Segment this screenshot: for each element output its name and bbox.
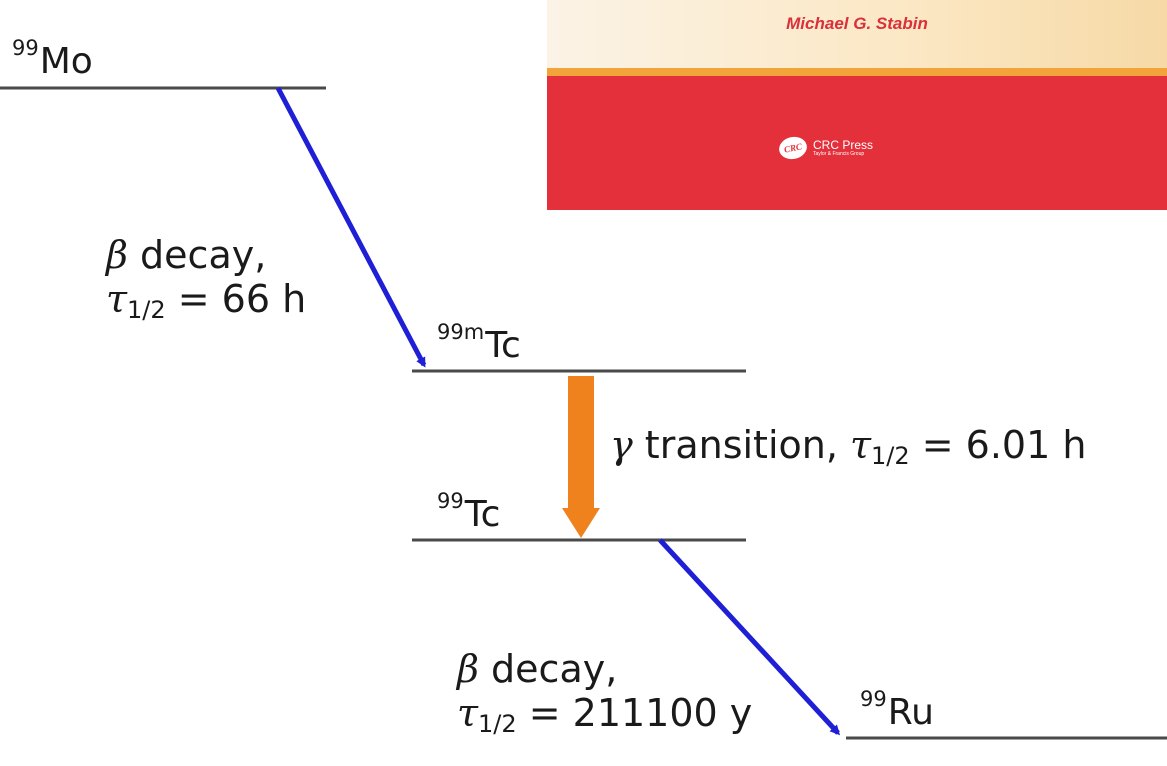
mass-number: 99 <box>437 489 464 513</box>
mass-number: 99 <box>12 36 39 60</box>
banner-stripe <box>547 68 1167 76</box>
nuclide-label-ru99: 99Ru <box>860 689 934 731</box>
transition-label-mo-to-tc99m: β decay, τ1/2 = 66 h <box>106 233 307 324</box>
element-symbol: Tc <box>485 324 521 366</box>
mass-number: 99 <box>860 687 887 711</box>
nuclide-label-tc99m: 99mTc <box>437 322 521 364</box>
gamma-arrow-tc99m-to-tc99 <box>562 376 600 538</box>
beta-arrow-tc99-to-ru <box>658 538 841 736</box>
publisher-group: Taylor & Francis Group <box>813 151 865 157</box>
nuclide-label-tc99: 99Tc <box>437 491 500 533</box>
transition-label-gamma: γ transition, τ1/2 = 6.01 h <box>610 423 1087 470</box>
banner-top-band: Michael G. Stabin <box>547 0 1167 68</box>
nuclide-label-mo99: 99Mo <box>12 38 93 80</box>
label-line-2: τ1/2 = 66 h <box>106 276 307 324</box>
banner-red-band <box>547 76 1167 210</box>
label-line-2: τ1/2 = 211100 y <box>457 690 753 738</box>
transition-arrows <box>275 86 841 736</box>
element-symbol: Mo <box>39 40 93 82</box>
energy-levels <box>0 86 1167 740</box>
author-name: Michael G. Stabin <box>786 14 928 33</box>
label-line-1: β decay, <box>457 647 618 691</box>
element-symbol: Tc <box>464 493 501 535</box>
transition-label-tc99-to-ru: β decay, τ1/2 = 211100 y <box>457 647 753 738</box>
element-symbol: Ru <box>887 691 934 733</box>
publisher-badge: CRC CRC Press Taylor & Francis Group <box>777 134 874 162</box>
beta-arrow-mo-to-tc99m <box>275 86 427 368</box>
label-line-1: β decay, <box>106 233 267 277</box>
mass-number: 99m <box>437 320 485 344</box>
book-cover-banner: Michael G. Stabin CRC CRC Press Taylor &… <box>547 0 1167 210</box>
publisher-name: CRC Press <box>813 138 874 152</box>
